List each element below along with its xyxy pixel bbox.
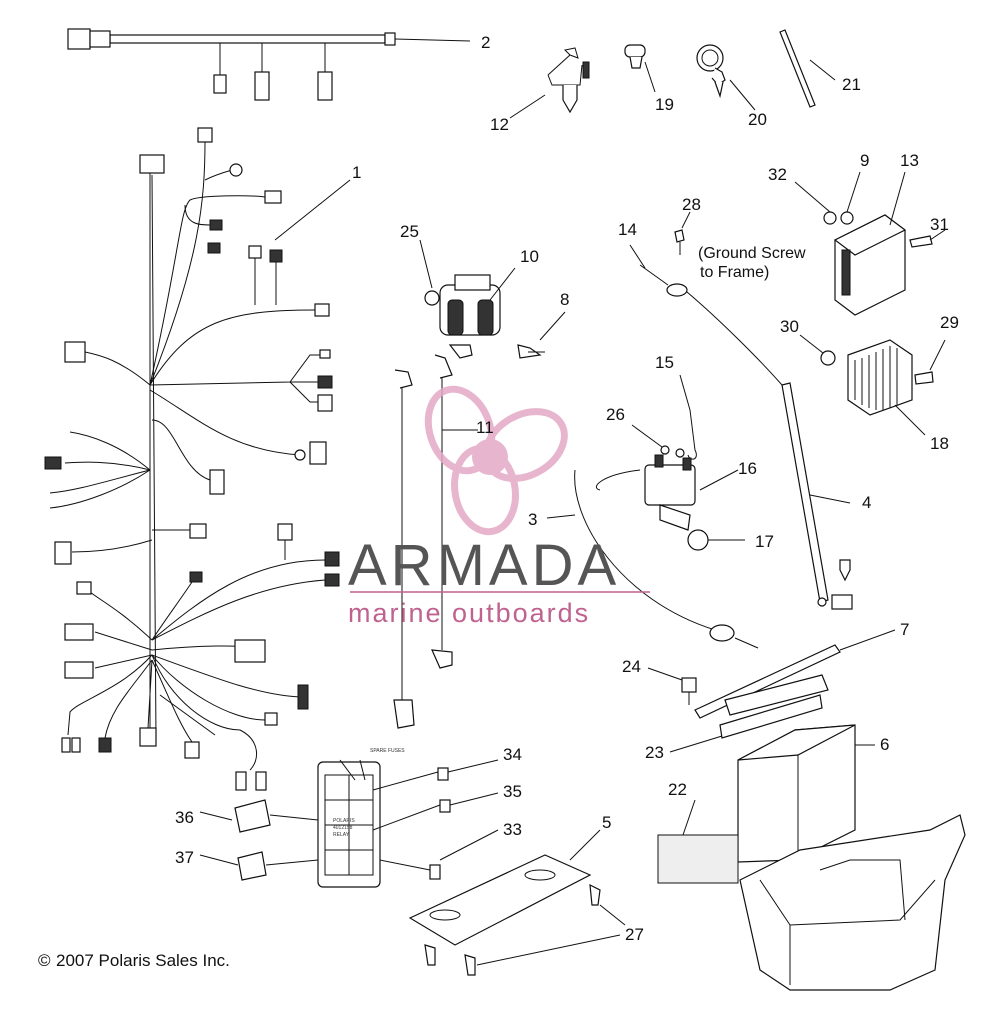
fuse-box-label-1: POLARIS <box>333 818 355 824</box>
tray-bracket <box>408 829 626 976</box>
callout-1: 1 <box>352 163 361 182</box>
fuse-box-label-2: 4012158 <box>333 825 353 831</box>
callout-23: 23 <box>645 743 664 762</box>
callout-17: 17 <box>755 532 774 551</box>
callout-4: 4 <box>862 493 871 512</box>
callout-14: 14 <box>618 220 637 239</box>
callout-13: 13 <box>900 151 919 170</box>
watermark-title: ARMADA <box>348 533 620 598</box>
callout-21: 21 <box>842 75 861 94</box>
ground-screw-note-line1: (Ground Screw <box>698 245 806 262</box>
copyright-text: 2007 Polaris Sales Inc. <box>56 951 230 970</box>
battery-box <box>739 814 966 991</box>
callout-25: 25 <box>400 222 419 241</box>
callout-11: 11 <box>476 418 494 437</box>
callout-7: 7 <box>900 620 909 639</box>
callout-18: 18 <box>930 434 949 453</box>
callout-16: 16 <box>738 459 757 478</box>
callout-8: 8 <box>560 290 569 309</box>
callout-19: 19 <box>655 95 674 114</box>
watermark-subtitle: marine outboards <box>348 598 590 628</box>
callout-37: 37 <box>175 848 194 867</box>
callout-33: 33 <box>503 820 522 839</box>
callout-2: 2 <box>481 33 490 52</box>
spare-fuses-label: SPARE FUSES <box>370 748 405 754</box>
clips-top <box>509 29 836 119</box>
solenoid <box>546 374 759 649</box>
leader-1 <box>274 179 351 241</box>
headlight-harness <box>67 28 471 101</box>
callout-32: 32 <box>768 165 787 184</box>
callout-10: 10 <box>520 247 539 266</box>
callout-28: 28 <box>682 195 701 214</box>
battery-assembly <box>647 629 896 884</box>
ground-cable <box>629 211 853 610</box>
callout-15: 15 <box>655 353 674 372</box>
ignition-coil <box>393 239 566 729</box>
callout-24: 24 <box>622 657 641 676</box>
callout-12: 12 <box>490 115 509 134</box>
callout-29: 29 <box>940 313 959 332</box>
electrical-modules <box>794 171 946 436</box>
callout-30: 30 <box>780 317 799 336</box>
callout-3: 3 <box>528 510 537 529</box>
callout-35: 35 <box>503 782 522 801</box>
callout-31: 31 <box>930 215 949 234</box>
callout-6: 6 <box>880 735 889 754</box>
callout-22: 22 <box>668 780 687 799</box>
main-wiring-harness <box>44 127 351 791</box>
callout-9: 9 <box>860 151 869 170</box>
fuse-box-label-3: RELAY <box>333 832 350 838</box>
fuse-box: POLARIS 4012158 RELAY SPARE FUSES <box>199 748 499 888</box>
watermark-logo <box>424 385 568 536</box>
callout-27: 27 <box>625 925 644 944</box>
callout-36: 36 <box>175 808 194 827</box>
callout-5: 5 <box>602 813 611 832</box>
ground-screw-note-line2: to Frame) <box>700 264 769 281</box>
callout-26: 26 <box>606 405 625 424</box>
callout-20: 20 <box>748 110 767 129</box>
copyright-symbol: © <box>38 951 51 970</box>
callout-34: 34 <box>503 745 522 764</box>
